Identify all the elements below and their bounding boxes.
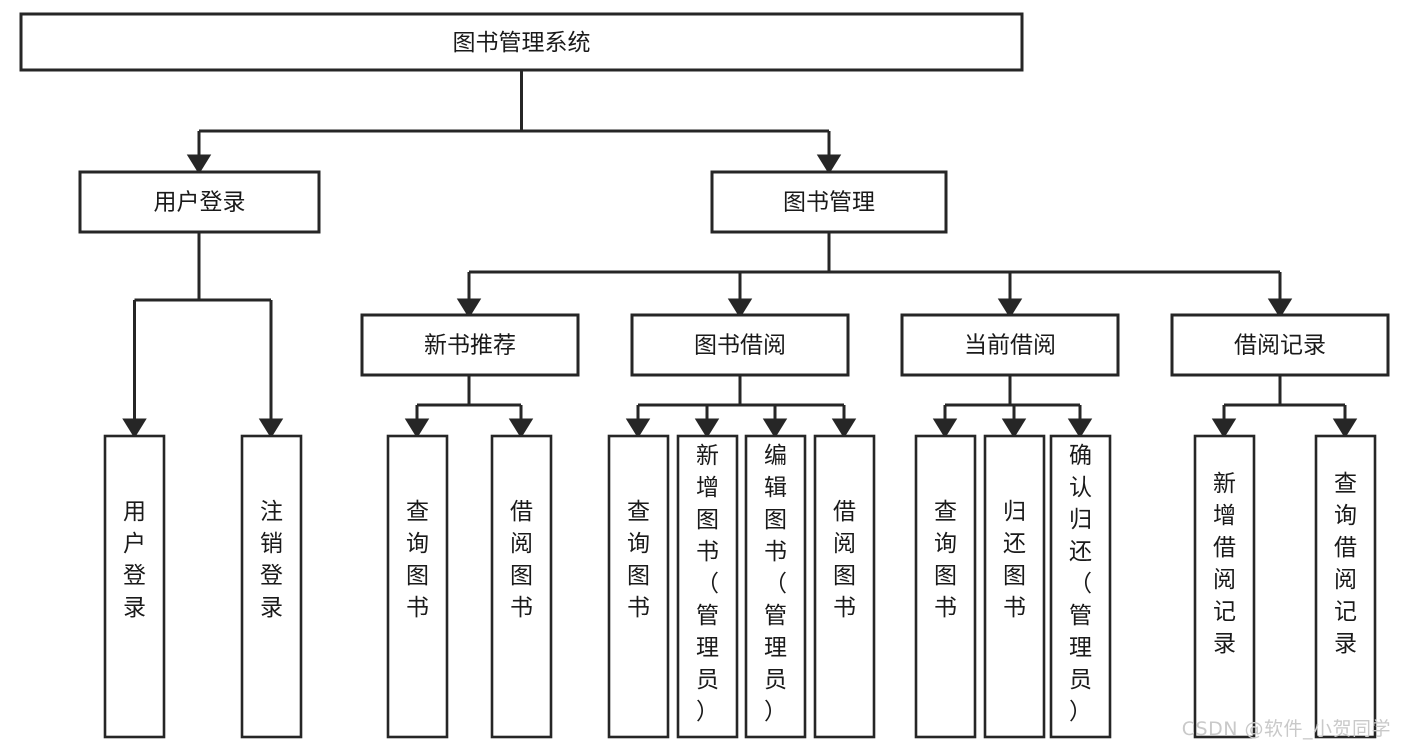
- leaf-query-book-3-box[interactable]: [914, 434, 977, 739]
- leaf-return-book-box[interactable]: [983, 434, 1046, 739]
- node-new-book-recommend-box[interactable]: [360, 313, 580, 377]
- leaf-add-book-label: 新增图书（管理员）: [696, 443, 719, 725]
- node-book-management-box[interactable]: [710, 170, 948, 234]
- leaf-query-record[interactable]: 查询借阅记录: [1314, 434, 1377, 739]
- leaf-borrow-book-2-box[interactable]: [813, 434, 876, 739]
- leaf-query-book-2-label: 查询图书: [627, 499, 650, 621]
- leaf-return-book-label: 归还图书: [1003, 499, 1026, 621]
- connector-group: [122, 70, 1358, 439]
- leaf-query-book-1[interactable]: 查询图书: [386, 434, 449, 739]
- node-book-borrow-box[interactable]: [630, 313, 850, 377]
- node-new-book-recommend-label: 新书推荐: [424, 333, 516, 359]
- node-user-login-label: 用户登录: [154, 190, 246, 216]
- leaf-add-book-box[interactable]: [676, 434, 739, 739]
- leaf-user-login-box[interactable]: [103, 434, 166, 739]
- leaf-user-logout-label: 注销登录: [260, 499, 283, 621]
- node-root-label: 图书管理系统: [453, 30, 591, 56]
- node-borrow-record-box[interactable]: [1170, 313, 1390, 377]
- leaf-borrow-book-2-label: 借阅图书: [833, 499, 856, 621]
- leaf-user-logout-box[interactable]: [240, 434, 303, 739]
- leaf-query-book-2[interactable]: 查询图书: [607, 434, 670, 739]
- leaf-user-login-label: 用户登录: [123, 499, 146, 621]
- node-root-box[interactable]: [19, 12, 1024, 72]
- leaf-query-record-label: 查询借阅记录: [1334, 471, 1357, 657]
- leaf-query-book-1-box[interactable]: [386, 434, 449, 739]
- node-book-management[interactable]: 图书管理: [710, 170, 948, 234]
- leaf-borrow-book-2[interactable]: 借阅图书: [813, 434, 876, 739]
- node-book-management-label: 图书管理: [783, 190, 875, 216]
- csdn-watermark: CSDN @软件_小贺同学: [1181, 718, 1391, 740]
- node-user-login-box[interactable]: [78, 170, 321, 234]
- node-root[interactable]: 图书管理系统: [19, 12, 1024, 72]
- leaf-user-login[interactable]: 用户登录: [103, 434, 166, 739]
- leaf-borrow-book-1[interactable]: 借阅图书: [490, 434, 553, 739]
- node-borrow-record-label: 借阅记录: [1234, 333, 1326, 359]
- leaf-return-book[interactable]: 归还图书: [983, 434, 1046, 739]
- leaf-borrow-book-1-box[interactable]: [490, 434, 553, 739]
- leaf-add-record-box[interactable]: [1193, 434, 1256, 739]
- node-book-borrow-label: 图书借阅: [694, 333, 786, 359]
- leaf-query-book-2-box[interactable]: [607, 434, 670, 739]
- node-current-borrow[interactable]: 当前借阅: [900, 313, 1120, 377]
- leaf-query-book-3-label: 查询图书: [934, 499, 957, 621]
- leaf-edit-book[interactable]: 编辑图书（管理员）: [744, 434, 807, 739]
- node-current-borrow-box[interactable]: [900, 313, 1120, 377]
- leaf-add-record[interactable]: 新增借阅记录: [1193, 434, 1256, 739]
- leaf-confirm-return[interactable]: 确认归还（管理员）: [1049, 434, 1112, 739]
- node-borrow-record[interactable]: 借阅记录: [1170, 313, 1390, 377]
- leaf-edit-book-label: 编辑图书（管理员）: [764, 443, 787, 725]
- node-book-borrow[interactable]: 图书借阅: [630, 313, 850, 377]
- leaf-confirm-return-box[interactable]: [1049, 434, 1112, 739]
- leaf-query-book-3[interactable]: 查询图书: [914, 434, 977, 739]
- leaf-add-book[interactable]: 新增图书（管理员）: [676, 434, 739, 739]
- node-current-borrow-label: 当前借阅: [964, 333, 1056, 359]
- leaf-confirm-return-label: 确认归还（管理员）: [1069, 443, 1092, 725]
- leaf-borrow-book-1-label: 借阅图书: [510, 499, 533, 621]
- node-new-book-recommend[interactable]: 新书推荐: [360, 313, 580, 377]
- leaf-query-book-1-label: 查询图书: [406, 499, 429, 621]
- leaf-edit-book-box[interactable]: [744, 434, 807, 739]
- leaf-query-record-box[interactable]: [1314, 434, 1377, 739]
- leaf-add-record-label: 新增借阅记录: [1213, 471, 1236, 657]
- leaf-user-logout[interactable]: 注销登录: [240, 434, 303, 739]
- node-user-login[interactable]: 用户登录: [78, 170, 321, 234]
